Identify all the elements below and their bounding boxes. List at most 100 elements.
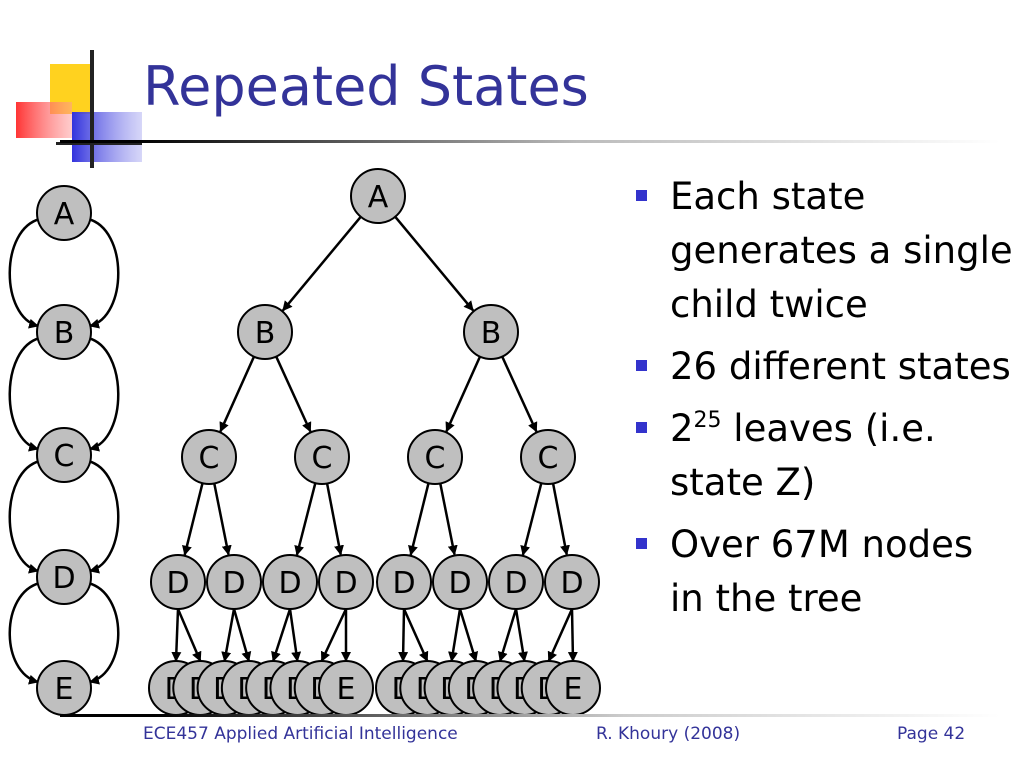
tree-edge-arrow xyxy=(213,483,232,556)
tree-edge-arrow xyxy=(501,356,538,433)
tree-node-d: D xyxy=(432,554,488,610)
search-tree-edges xyxy=(171,215,578,662)
node-label: D xyxy=(278,566,301,601)
bullet-list: Each state generates a single child twic… xyxy=(632,170,1017,634)
tree-edge-arrow xyxy=(325,483,344,556)
tree-edge-arrow xyxy=(219,356,256,433)
tree-edge-arrow xyxy=(232,608,252,662)
node-label: D xyxy=(334,566,357,601)
bullet-item: 26 different states xyxy=(632,340,1017,394)
tree-node-e: E xyxy=(545,660,601,716)
node-label: C xyxy=(538,441,559,476)
chain-arc-arrow xyxy=(87,336,120,452)
node-label: D xyxy=(448,566,471,601)
node-label: D xyxy=(560,566,583,601)
chain-node-e: E xyxy=(36,660,92,716)
tree-edge-arrow xyxy=(458,608,479,662)
svg-text:C: C xyxy=(54,439,75,474)
tree-edge-arrow xyxy=(294,482,317,556)
node-label: E xyxy=(337,672,356,707)
svg-text:D: D xyxy=(52,561,75,596)
search-tree-nodes: ABBCCCCDDDDDDDDDDDDDDDEDDDDDDDE xyxy=(148,168,601,716)
tree-edge-arrow xyxy=(320,608,348,662)
chain-node-c: C xyxy=(36,427,92,483)
slide-title: Repeated States xyxy=(143,55,589,118)
tree-node-d: D xyxy=(206,554,262,610)
tree-edge-arrow xyxy=(394,215,475,312)
tree-node-e: E xyxy=(318,660,374,716)
tree-edge-arrow xyxy=(281,215,362,312)
chain-arc-arrow xyxy=(8,336,41,452)
tree-node-d: D xyxy=(150,554,206,610)
bullet-item: Over 67M nodes in the tree xyxy=(632,518,1017,626)
exponent: 25 xyxy=(693,408,722,433)
decorative-logo-icon xyxy=(16,50,142,168)
tree-edge-arrow xyxy=(445,356,482,433)
tree-node-d: D xyxy=(488,554,544,610)
tree-node-d: D xyxy=(318,554,374,610)
node-label: E xyxy=(564,672,583,707)
chain-arc-arrow xyxy=(87,459,120,574)
tree-edge-arrow xyxy=(288,608,302,662)
tree-edge-arrow xyxy=(402,608,429,662)
footer-course: ECE457 Applied Artificial Intelligence xyxy=(143,724,458,744)
svg-text:A: A xyxy=(54,197,75,232)
footer-page-number: Page 42 xyxy=(897,724,966,744)
title-divider xyxy=(60,140,1000,143)
footer-author: R. Khoury (2008) xyxy=(596,724,741,744)
tree-edge-arrow xyxy=(497,608,518,662)
bullet-item: 225 leaves (i.e. state Z) xyxy=(632,402,1017,510)
bullet-item: Each state generates a single child twic… xyxy=(632,170,1017,332)
square-bullet-icon xyxy=(636,190,647,201)
chain-arc-arrow xyxy=(87,217,120,329)
square-bullet-icon xyxy=(636,538,647,549)
tree-node-c: C xyxy=(181,429,237,485)
footer-divider xyxy=(60,714,1000,717)
chain-arc-arrow xyxy=(8,459,41,574)
chain-node-a: A xyxy=(36,185,92,241)
tree-edge-arrow xyxy=(408,482,430,556)
node-label: C xyxy=(199,441,220,476)
node-label: D xyxy=(392,566,415,601)
svg-text:B: B xyxy=(54,316,75,351)
tree-edge-arrow xyxy=(448,608,462,662)
tree-edge-arrow xyxy=(439,483,458,556)
node-label: C xyxy=(312,441,333,476)
node-label: B xyxy=(481,316,502,351)
node-label: C xyxy=(425,441,446,476)
tree-edge-arrow xyxy=(520,482,543,556)
tree-edge-arrow xyxy=(551,483,570,556)
state-space-diagram: A B C D E ABBCCCCDDDDDDDDDDDDDDDEDDDDDDD… xyxy=(8,168,601,716)
tree-edge-arrow xyxy=(567,608,578,662)
chain-arc-arrow xyxy=(87,581,120,685)
chain-arc-arrow xyxy=(8,217,41,329)
tree-edge-arrow xyxy=(271,608,292,662)
tree-edge-arrow xyxy=(514,608,528,662)
node-label: D xyxy=(222,566,245,601)
tree-edge-arrow xyxy=(221,608,236,662)
state-chain-arcs xyxy=(8,217,120,685)
square-bullet-icon xyxy=(636,422,647,433)
svg-text:E: E xyxy=(55,672,74,707)
chain-arc-arrow xyxy=(8,581,41,685)
state-chain: A B C D E xyxy=(36,185,92,716)
tree-node-d: D xyxy=(376,554,432,610)
tree-node-c: C xyxy=(520,429,576,485)
square-bullet-icon xyxy=(636,360,647,371)
tree-edge-arrow xyxy=(182,482,204,556)
tree-edge-arrow xyxy=(176,608,202,662)
tree-node-c: C xyxy=(407,429,463,485)
tree-node-b: B xyxy=(463,304,519,360)
tree-edge-arrow xyxy=(275,356,312,433)
node-label: D xyxy=(166,566,189,601)
chain-node-d: D xyxy=(36,549,92,605)
tree-edge-arrow xyxy=(398,608,409,662)
tree-node-d: D xyxy=(262,554,318,610)
node-label: B xyxy=(255,316,276,351)
tree-node-b: B xyxy=(237,304,293,360)
node-label: D xyxy=(504,566,527,601)
tree-edge-arrow xyxy=(171,608,182,662)
node-label: A xyxy=(368,180,389,215)
tree-node-d: D xyxy=(544,554,600,610)
tree-node-a: A xyxy=(350,168,406,224)
